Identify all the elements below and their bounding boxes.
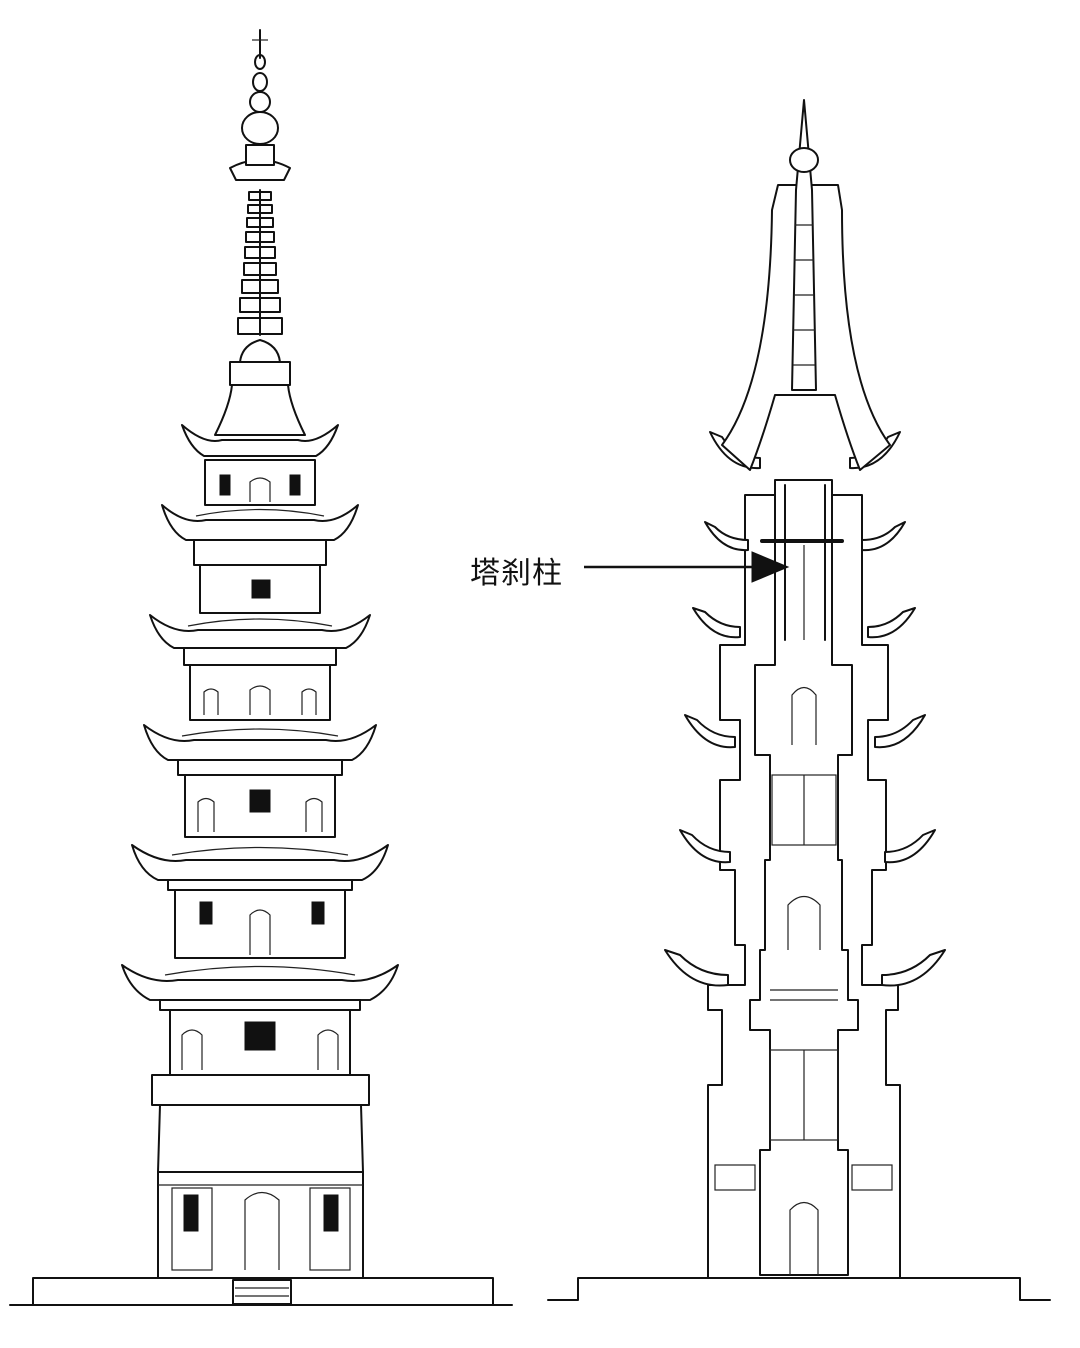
section-window-1 — [791, 686, 817, 745]
section-eave-right-1 — [881, 949, 946, 987]
section-doorway — [789, 1201, 819, 1275]
annotation-arrow — [584, 551, 790, 583]
eave-6 — [181, 424, 339, 457]
pagoda-elevation-drawing — [9, 29, 513, 1306]
arrow-head — [751, 551, 790, 583]
plinth — [157, 1104, 364, 1173]
eave-1 — [121, 964, 399, 1001]
top-roof — [214, 384, 306, 436]
section-spire-jewel — [789, 147, 819, 173]
section-ground — [547, 1277, 1051, 1301]
eave-2 — [131, 844, 389, 881]
section-interior — [749, 479, 859, 1276]
annotation-label: 塔刹柱 — [470, 556, 563, 591]
pagoda-section-drawing — [547, 99, 1051, 1301]
spire-jewel — [241, 111, 279, 145]
storey-4 — [189, 664, 331, 721]
section-spire-mast — [791, 99, 817, 391]
spire-lotus — [239, 339, 281, 363]
steps — [232, 1279, 292, 1305]
eave-4 — [149, 614, 371, 649]
eave-3 — [143, 724, 377, 761]
section-eave-left-1 — [664, 949, 729, 987]
eave-5 — [161, 504, 359, 541]
